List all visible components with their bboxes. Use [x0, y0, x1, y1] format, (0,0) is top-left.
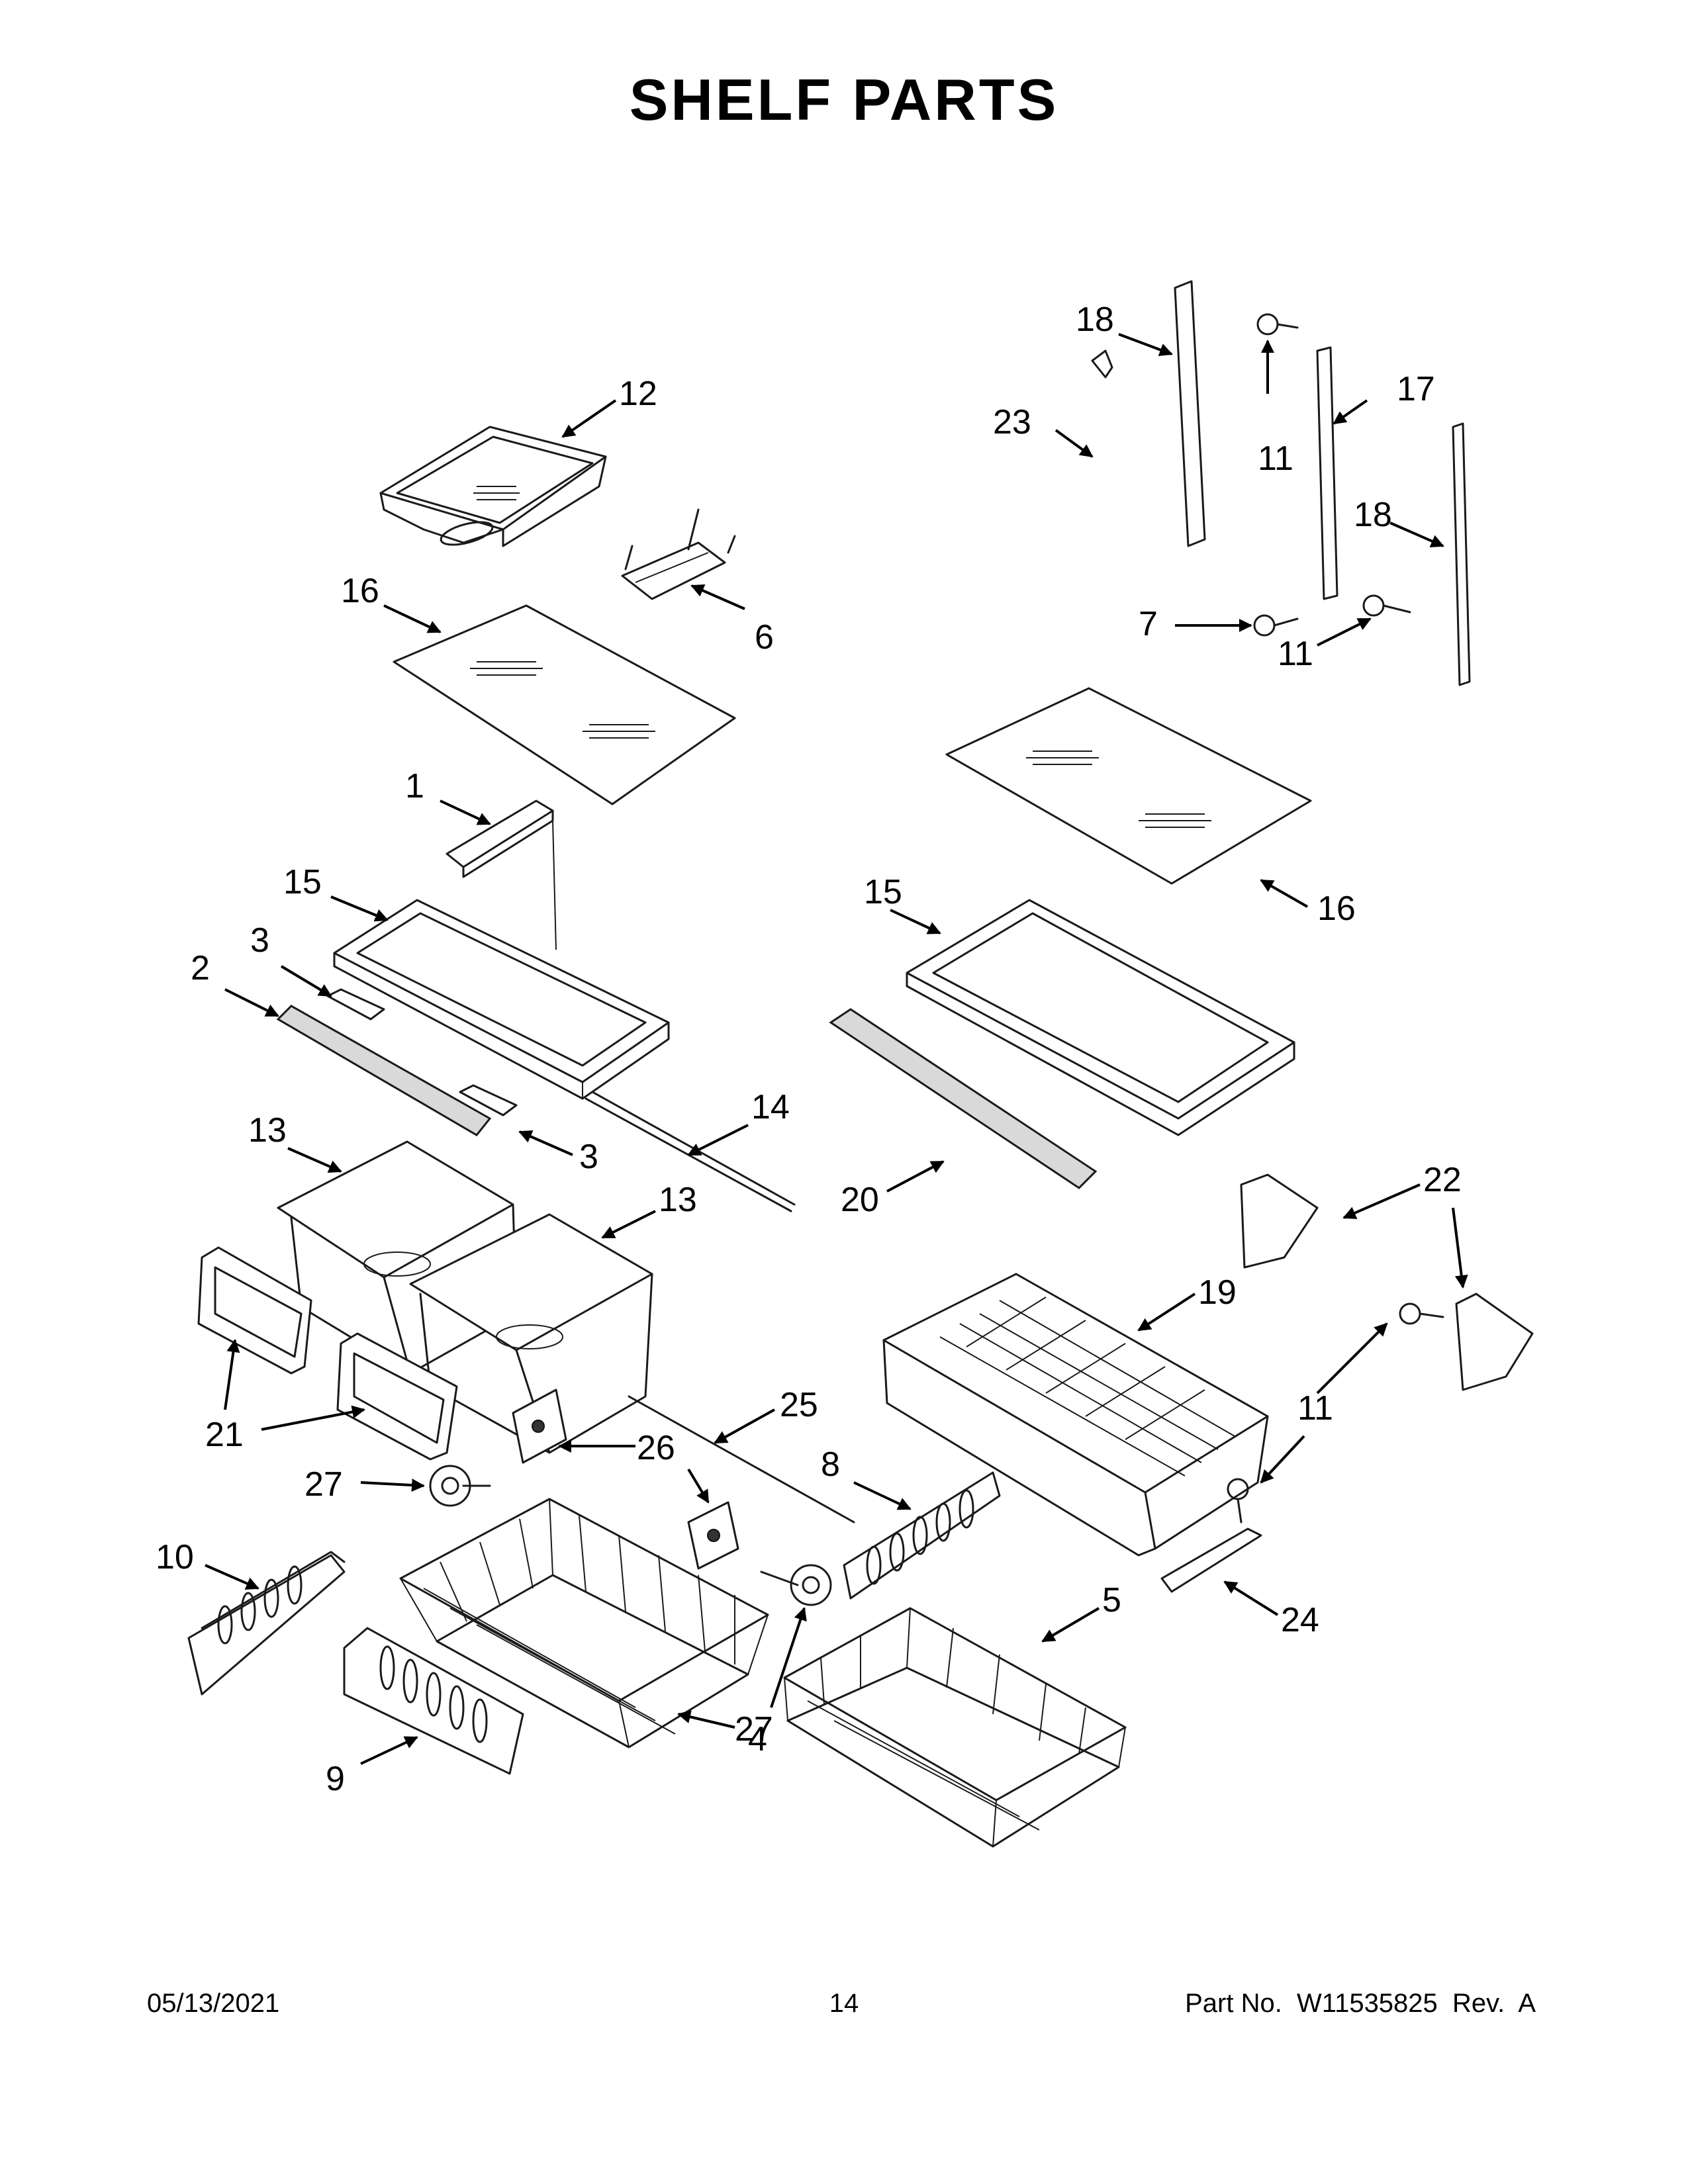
page-title: SHELF PARTS — [629, 67, 1059, 132]
part-19-freezer-drawer-drawing — [882, 1273, 1269, 1557]
callout-2: 2 — [191, 949, 210, 987]
part-9-divider-drawing — [343, 1627, 524, 1775]
part-2-trim-drawing — [276, 1005, 492, 1136]
part-17-rail-drawing — [1316, 346, 1338, 600]
part-7-screw-drawing — [1253, 614, 1299, 637]
callout-11-lower: 11 — [1297, 1389, 1333, 1428]
callout-12: 12 — [619, 375, 657, 413]
callout-19: 19 — [1198, 1273, 1237, 1312]
callout-20: 20 — [841, 1181, 879, 1219]
part-11-screw-lower-drawing — [1399, 1302, 1444, 1325]
part-25-rod-drawing — [628, 1395, 855, 1524]
part-11-screw-mid-drawing — [1362, 594, 1411, 617]
callout-11-top: 11 — [1258, 439, 1293, 478]
callout-8: 8 — [821, 1445, 840, 1484]
callout-15-right: 15 — [864, 873, 902, 911]
part-18-rail-left-drawing — [1174, 280, 1206, 547]
callout-3-upper: 3 — [250, 921, 269, 960]
part-20-trim-drawing — [829, 1008, 1098, 1189]
part-26-bracket-drawing — [512, 1388, 567, 1464]
callout-9: 9 — [326, 1760, 345, 1798]
callout-27-left: 27 — [305, 1465, 343, 1504]
part-27-gear-right-drawing — [760, 1564, 832, 1606]
part-24-rail-drawing — [1160, 1527, 1262, 1593]
callout-13-right: 13 — [659, 1181, 697, 1219]
callout-26: 26 — [637, 1429, 675, 1467]
part-26b-bracket-drawing — [687, 1501, 739, 1570]
callout-27-right: 27 — [735, 1710, 773, 1749]
callout-10: 10 — [156, 1538, 194, 1576]
part-22-support-left-drawing — [1240, 1173, 1319, 1269]
part-27-gear-left-drawing — [429, 1465, 491, 1507]
part-5-wire-basket-drawing — [783, 1607, 1127, 1848]
callout-21: 21 — [205, 1416, 244, 1454]
part-8-divider-drawing — [843, 1471, 1001, 1600]
callout-6: 6 — [755, 618, 774, 657]
callout-22: 22 — [1423, 1161, 1462, 1199]
part-11-screw-top-drawing — [1256, 313, 1299, 336]
part-15-shelf-frame-left-drawing — [333, 899, 670, 1100]
footer-page-number: 14 — [829, 1989, 859, 2018]
callout-13-left: 13 — [248, 1111, 287, 1150]
part-15-shelf-frame-right-drawing — [906, 899, 1295, 1136]
footer-part-number: Part No. W11535825 Rev. A — [1185, 1989, 1536, 2018]
part-16-glass-shelf-right-drawing — [945, 687, 1312, 885]
callout-15-left: 15 — [283, 863, 322, 901]
callout-1: 1 — [405, 767, 424, 805]
part-3-clip-drawing — [326, 988, 518, 1116]
part-22-support-right-drawing — [1455, 1293, 1534, 1391]
part-18-rail-right-drawing — [1452, 422, 1471, 686]
callout-16-right: 16 — [1317, 889, 1356, 928]
part-6-bracket-drawing — [621, 508, 736, 600]
part-4-wire-basket-drawing — [399, 1498, 769, 1749]
part-10-divider-drawing — [187, 1551, 346, 1696]
callout-7: 7 — [1139, 605, 1158, 643]
callout-17: 17 — [1397, 370, 1435, 408]
callout-16-left: 16 — [341, 572, 379, 610]
part-21-crisper-front-drawing — [197, 1246, 458, 1461]
part-23-clip-drawing — [1091, 349, 1113, 379]
footer-date: 05/13/2021 — [147, 1989, 280, 2018]
callout-18-top: 18 — [1076, 300, 1114, 339]
callout-24: 24 — [1281, 1601, 1319, 1639]
callout-14: 14 — [751, 1088, 790, 1126]
part-16-glass-shelf-left-drawing — [393, 604, 736, 805]
part-13-crisper-right-drawing — [409, 1213, 653, 1454]
part-12-shelf-drawing — [379, 426, 607, 547]
callout-18-right: 18 — [1354, 496, 1392, 534]
part-1-clip-drawing — [445, 799, 557, 950]
callout-11-mid: 11 — [1278, 635, 1313, 673]
callout-4: 4 — [748, 1720, 767, 1758]
callout-25: 25 — [780, 1386, 818, 1424]
callout-23: 23 — [993, 403, 1031, 441]
callout-5: 5 — [1102, 1581, 1121, 1619]
callout-3-lower: 3 — [579, 1138, 598, 1176]
